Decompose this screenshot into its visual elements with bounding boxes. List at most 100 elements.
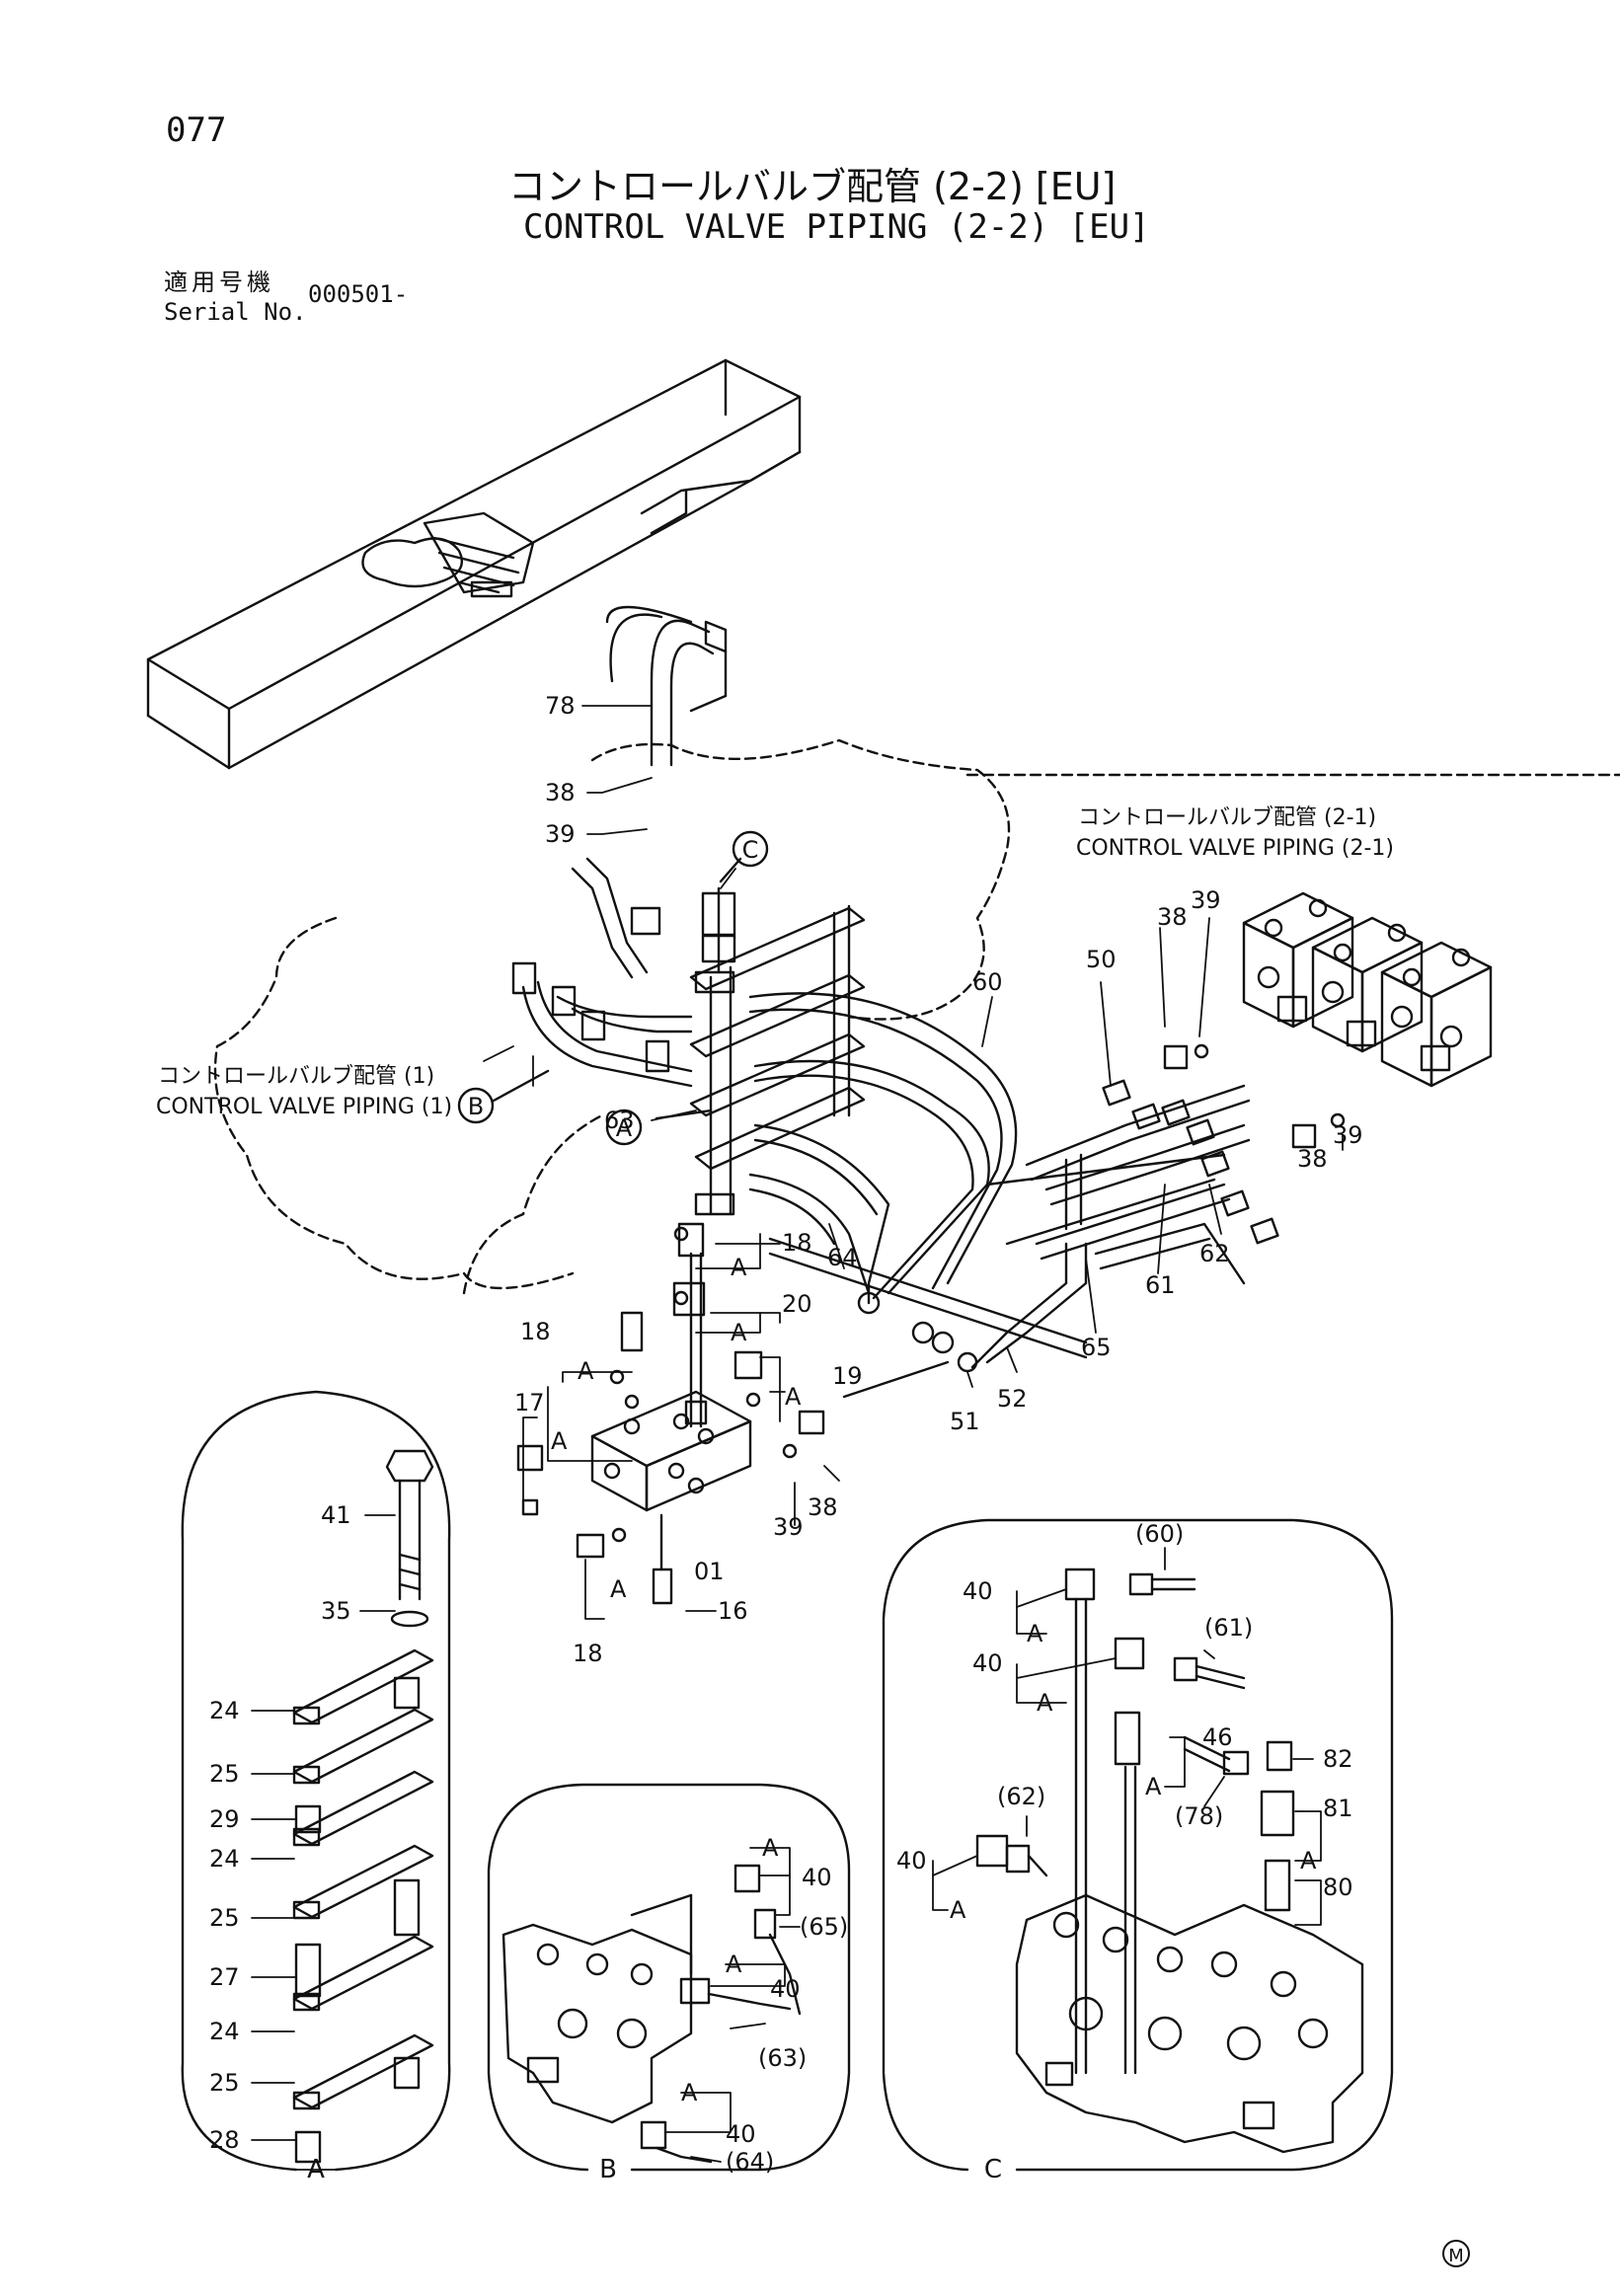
- callout-main: 18: [573, 1640, 603, 1667]
- view-marker-c: C: [742, 836, 759, 864]
- callout-detail-a: 27: [209, 1963, 240, 1991]
- callout-detail-b: 40: [770, 1975, 801, 2003]
- callout-detail-b: 40: [802, 1864, 832, 1891]
- title-english: CONTROL VALVE PIPING (2-2) [EU]: [523, 207, 1150, 247]
- callout-detail-c: A: [1300, 1847, 1317, 1875]
- callout-detail-a: 35: [321, 1597, 351, 1625]
- leader-lines: [251, 705, 1344, 2171]
- callout-detail-a: 29: [209, 1805, 240, 1833]
- callout-main: 65: [1081, 1334, 1112, 1361]
- callout-main: 01: [694, 1558, 725, 1585]
- callout-main: 64: [827, 1244, 858, 1271]
- callout-detail-b: A: [681, 2079, 698, 2106]
- valve-blocks-2-1: [1163, 891, 1493, 1149]
- callout-detail-a: 25: [209, 2069, 240, 2097]
- callout-detail-a: 41: [321, 1501, 351, 1529]
- callout-main: A: [785, 1383, 802, 1411]
- reference-1-english: CONTROL VALVE PIPING (1): [156, 1095, 452, 1119]
- callout-main: 78: [545, 692, 576, 720]
- manifold-block-01: [590, 1390, 752, 1512]
- callout-detail-a: 24: [209, 1845, 240, 1873]
- callout-main: 60: [972, 968, 1003, 996]
- callout-detail-c: (78): [1175, 1802, 1223, 1830]
- callout-detail-c: 46: [1202, 1723, 1233, 1751]
- callout-main: 51: [950, 1408, 980, 1435]
- callout-detail-b: (65): [800, 1913, 848, 1941]
- pipe-end-nuts: [1102, 1079, 1279, 1245]
- callout-detail-b: 40: [726, 2120, 756, 2148]
- callout-detail-c: 40: [972, 1649, 1003, 1677]
- clamp-stack: [689, 886, 866, 1216]
- view-marker-a: A: [616, 1114, 633, 1142]
- callout-detail-c: 81: [1323, 1795, 1353, 1822]
- callout-detail-c: A: [1037, 1689, 1053, 1717]
- callout-main: 20: [782, 1290, 812, 1318]
- m-mark: M: [1448, 2246, 1464, 2266]
- callout-detail-b: (63): [758, 2044, 807, 2072]
- callout-main: 61: [1145, 1271, 1176, 1299]
- detail-b-callouts: A 40 (65) A 40 (63) A 40 (64): [681, 1834, 848, 2176]
- callout-main: 38: [808, 1493, 838, 1521]
- callout-main: 18: [520, 1318, 551, 1345]
- callout-detail-a: 24: [209, 1697, 240, 1724]
- title-japanese: コントロールバルブ配管 (2-2) [EU]: [508, 165, 1117, 208]
- callout-main: 38: [1157, 903, 1188, 931]
- callout-detail-b: A: [762, 1834, 779, 1862]
- callout-main: A: [731, 1319, 747, 1346]
- callout-detail-c: 80: [1323, 1874, 1353, 1901]
- callout-main: 39: [773, 1513, 804, 1541]
- callout-main: 17: [514, 1389, 545, 1416]
- valve-body-outline: [213, 738, 1620, 1295]
- detail-b-label: B: [599, 2155, 617, 2184]
- callout-detail-a: 28: [209, 2126, 240, 2154]
- callout-main: A: [578, 1357, 594, 1385]
- page-number: 077: [166, 111, 227, 150]
- callout-detail-c: 40: [963, 1577, 993, 1605]
- detail-c-bubble: [882, 1518, 1394, 2172]
- view-marker-b: B: [468, 1093, 484, 1120]
- main-callouts: 78 38 39 63 60 50 38 39 38 39 18 A 20 A …: [514, 692, 1363, 1667]
- callout-detail-c: 82: [1323, 1745, 1353, 1773]
- callout-main: 63: [604, 1107, 635, 1134]
- left-piping-b: [511, 857, 693, 1088]
- callout-main: 62: [1199, 1240, 1230, 1267]
- callout-detail-a: 25: [209, 1760, 240, 1788]
- callout-main: 19: [832, 1362, 863, 1390]
- callout-main: A: [731, 1254, 747, 1281]
- detail-a-bubble: [181, 1390, 451, 2172]
- callout-main: 18: [782, 1229, 812, 1257]
- callout-detail-c: 40: [896, 1847, 927, 1875]
- view-marker-circles: [457, 830, 769, 1146]
- pipe-78: [605, 605, 728, 767]
- callout-detail-a: 25: [209, 1904, 240, 1932]
- callout-main: 50: [1086, 946, 1117, 973]
- callout-main: 38: [545, 779, 576, 806]
- main-pipe-bundle: [748, 992, 1251, 1373]
- reference-2-1-japanese: コントロールバルブ配管 (2-1): [1078, 805, 1376, 830]
- serial-number: 000501-: [308, 280, 409, 308]
- callout-detail-c: (61): [1204, 1614, 1253, 1642]
- callout-main: 16: [718, 1597, 748, 1625]
- callout-detail-c: A: [1145, 1773, 1162, 1800]
- callout-main: A: [610, 1575, 627, 1603]
- reference-2-1-english: CONTROL VALVE PIPING (2-1): [1076, 836, 1394, 861]
- reference-1-japanese: コントロールバルブ配管 (1): [158, 1064, 434, 1089]
- detail-a-callouts: 41 35 24 25 29 24 25 27 24 25 28: [209, 1501, 351, 2154]
- view-marker-a-circle: [605, 1109, 643, 1146]
- detail-a-label: A: [307, 2155, 325, 2184]
- callout-detail-c: A: [1027, 1620, 1043, 1647]
- machine-frame-outline: [146, 358, 802, 770]
- callout-main: 39: [1333, 1121, 1363, 1149]
- view-marker-b-circle: [457, 1087, 495, 1124]
- callout-main: 39: [545, 820, 576, 848]
- callout-detail-a: 24: [209, 2018, 240, 2045]
- callout-detail-b: A: [726, 1951, 742, 1978]
- view-arrows: [492, 857, 742, 1120]
- callout-detail-c: (60): [1135, 1520, 1184, 1548]
- callout-detail-b: (64): [726, 2148, 774, 2176]
- callout-main: 38: [1297, 1145, 1328, 1173]
- view-marker-c-circle: [732, 830, 769, 868]
- serial-label-english: Serial No.: [164, 298, 307, 326]
- detail-c-callouts: (60) 40 A (61) 40 A 46 A (78) 82 81 A 80…: [896, 1520, 1353, 1924]
- detail-c-label: C: [984, 2155, 1002, 2184]
